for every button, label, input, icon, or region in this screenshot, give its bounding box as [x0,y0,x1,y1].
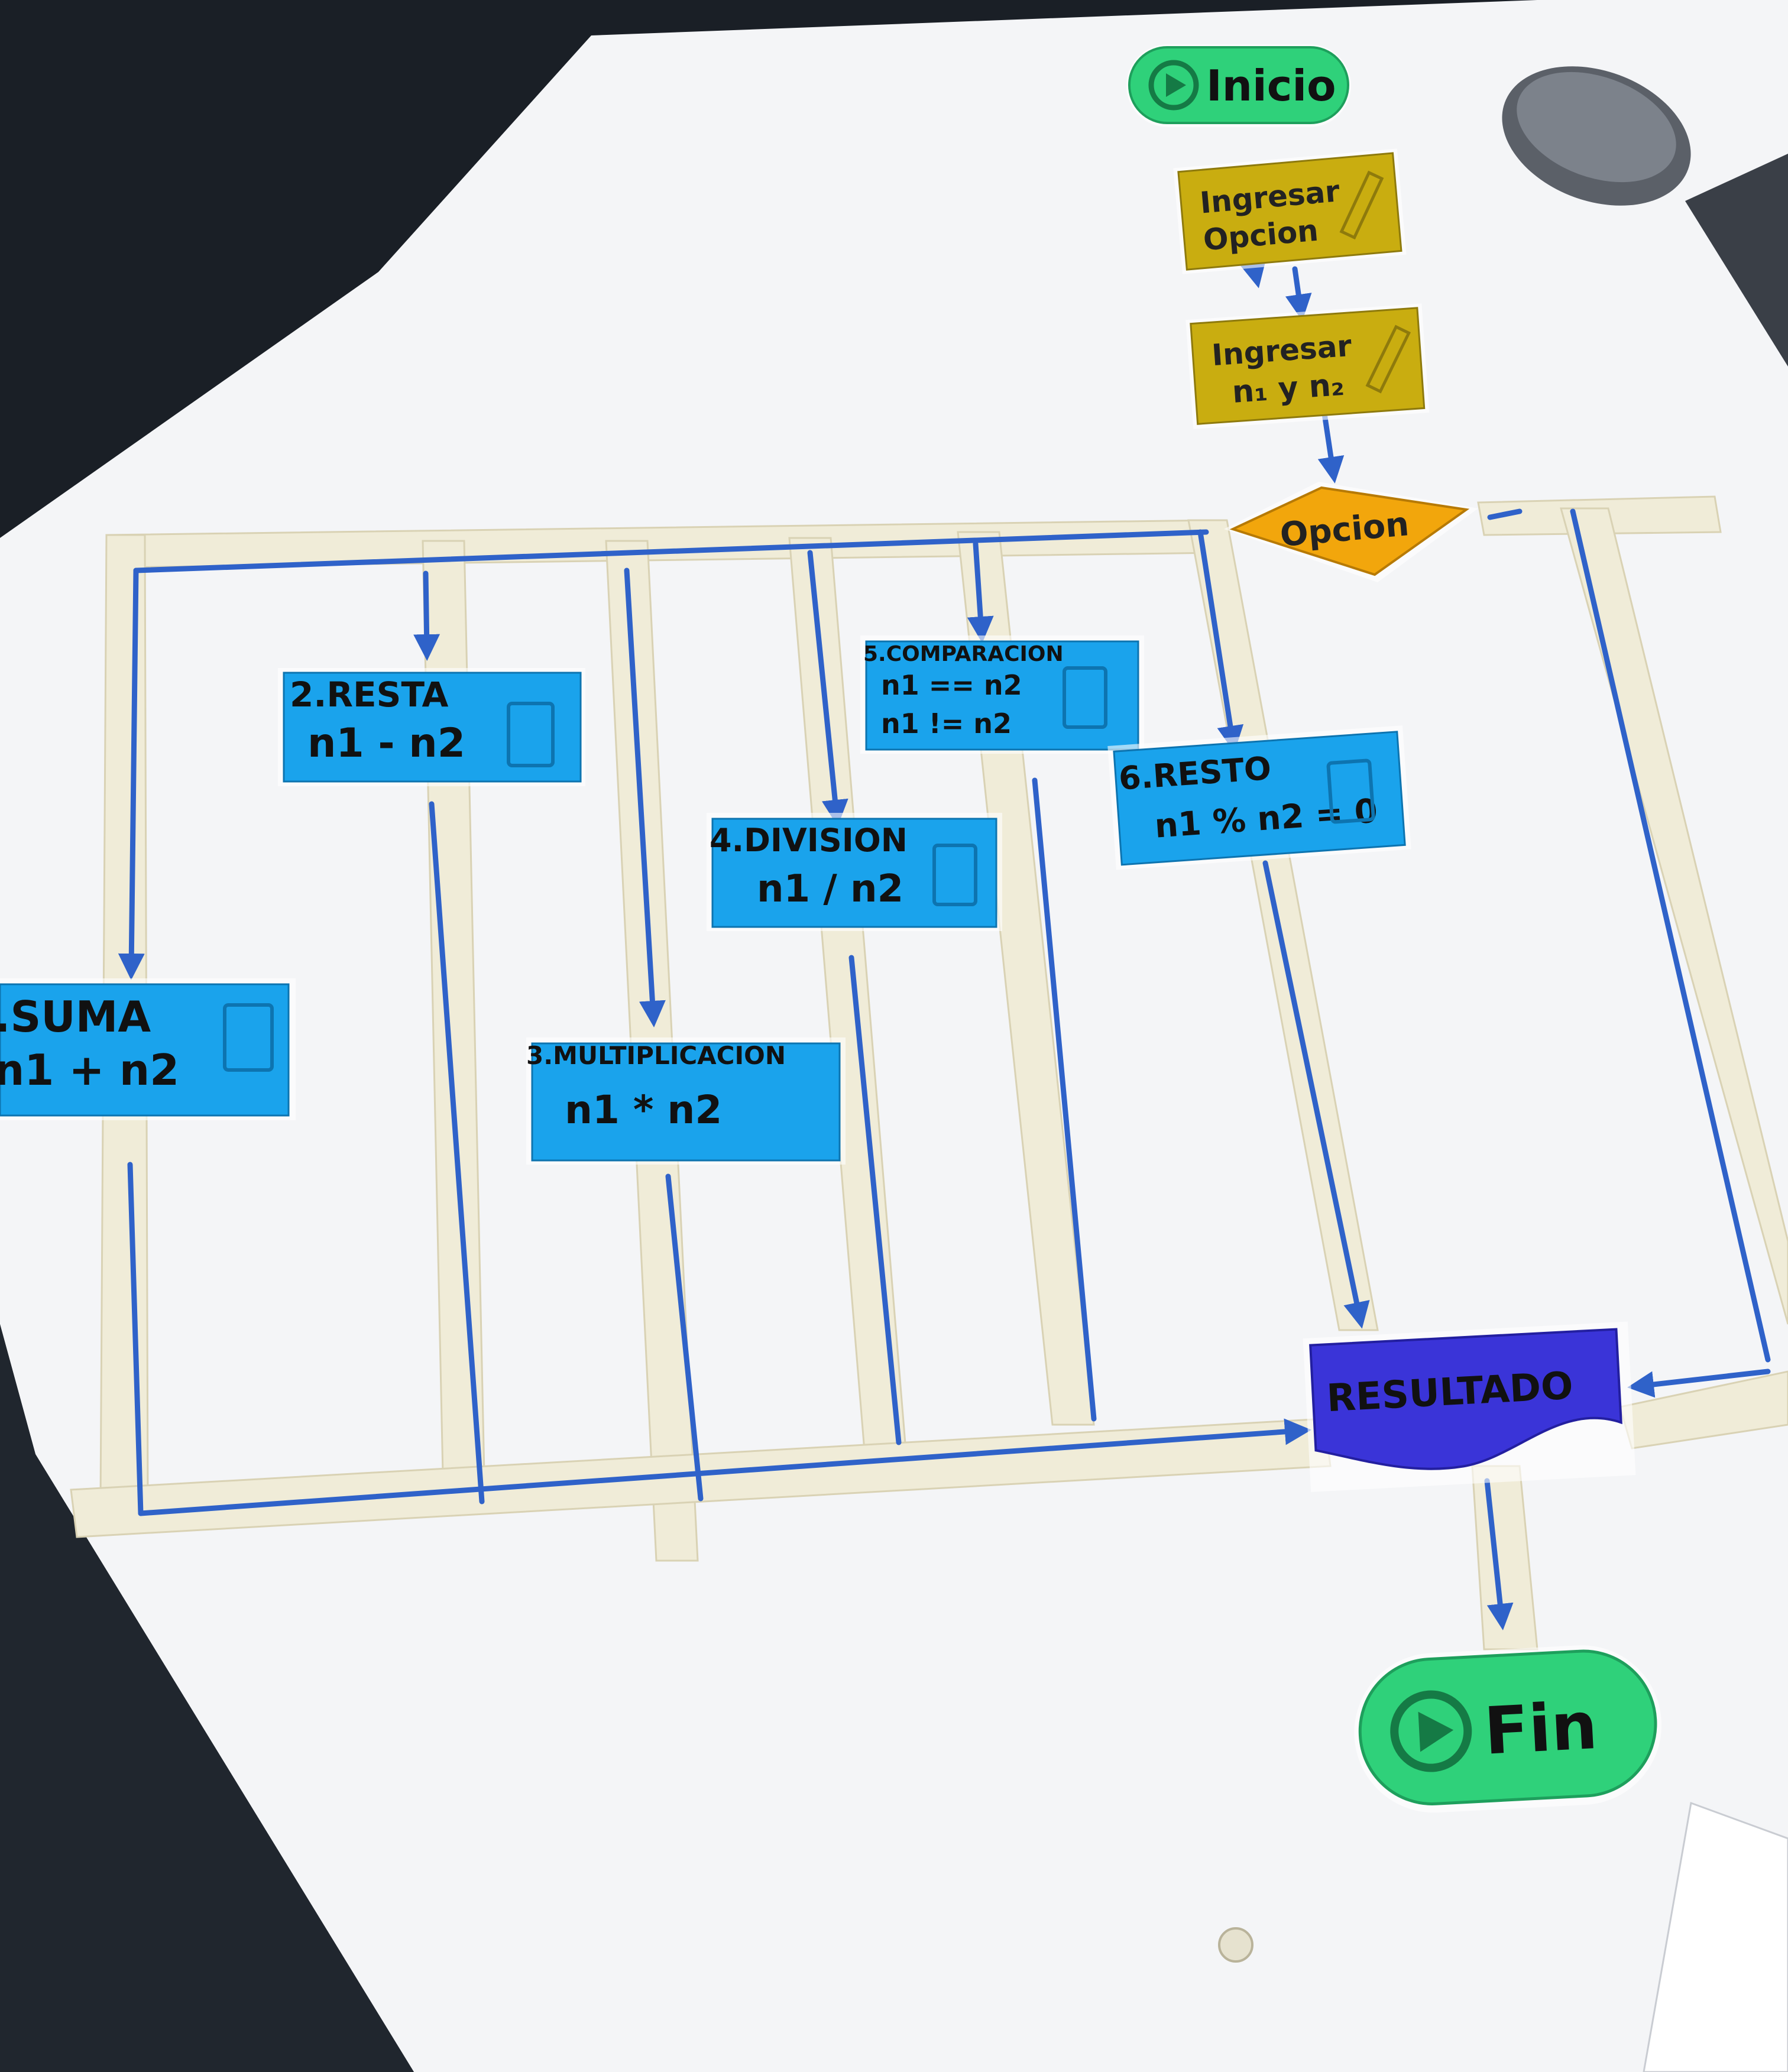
case-title: 5.COMPARACION [863,642,1064,666]
case-title: 3.MULTIPLICACION [526,1041,786,1070]
process-card-resta: 2.RESTA n1 - n2 [278,668,585,786]
end-terminal: Fin [1354,1645,1662,1813]
case-title: 4.DIVISION [710,822,908,859]
case-expression-2: n1 != n2 [881,708,1012,740]
clipboard-icon [1326,758,1375,824]
output-document: RESULTADO [1303,1321,1636,1492]
pencil-icon [1339,170,1384,240]
table-shadow [0,1324,414,2072]
case-expression: n1 / n2 [757,867,903,911]
clipboard-icon [1063,666,1107,729]
clipboard-icon [223,1003,274,1072]
start-label: Inicio [1206,61,1336,111]
start-terminal: Inicio [1126,44,1351,127]
input-numbers-line2: n₁ y n₂ [1231,367,1345,410]
process-card-multiplicacion: 3.MULTIPLICACION n1 * n2 [526,1037,846,1165]
computer-mouse [1502,66,1691,206]
process-card-division: 4.DIVISION n1 / n2 [707,813,1002,931]
process-card-comparacion: 5.COMPARACION n1 == n2 n1 != n2 [860,635,1144,754]
case-expression: n1 + n2 [0,1045,179,1095]
process-card-resto: 6.RESTO n1 % n2 = 0 [1107,725,1411,870]
pencil-icon [1365,325,1411,394]
laptop [1685,154,1788,367]
case-expression: n1 == n2 [881,669,1022,701]
end-label: Fin [1482,1688,1599,1769]
case-expression: n1 - n2 [307,720,465,767]
notepad [1643,1801,1788,2072]
clipboard-icon [932,844,977,906]
case-expression: n1 * n2 [565,1087,722,1133]
paper-ball [1218,1927,1253,1963]
play-icon [1390,1690,1472,1772]
case-title: 1.SUMA [0,992,151,1042]
case-title: 2.RESTA [290,675,449,715]
decision-diamond: Opcion [1224,482,1478,582]
play-icon [1148,60,1199,111]
input-option-box: Ingresar Opcion [1173,148,1407,274]
input-numbers-box: Ingresar n₁ y n₂ [1185,303,1430,429]
connector-lines [118,248,1771,1630]
clipboard-icon [507,702,555,767]
process-card-suma: 1.SUMA n1 + n2 [0,978,296,1120]
